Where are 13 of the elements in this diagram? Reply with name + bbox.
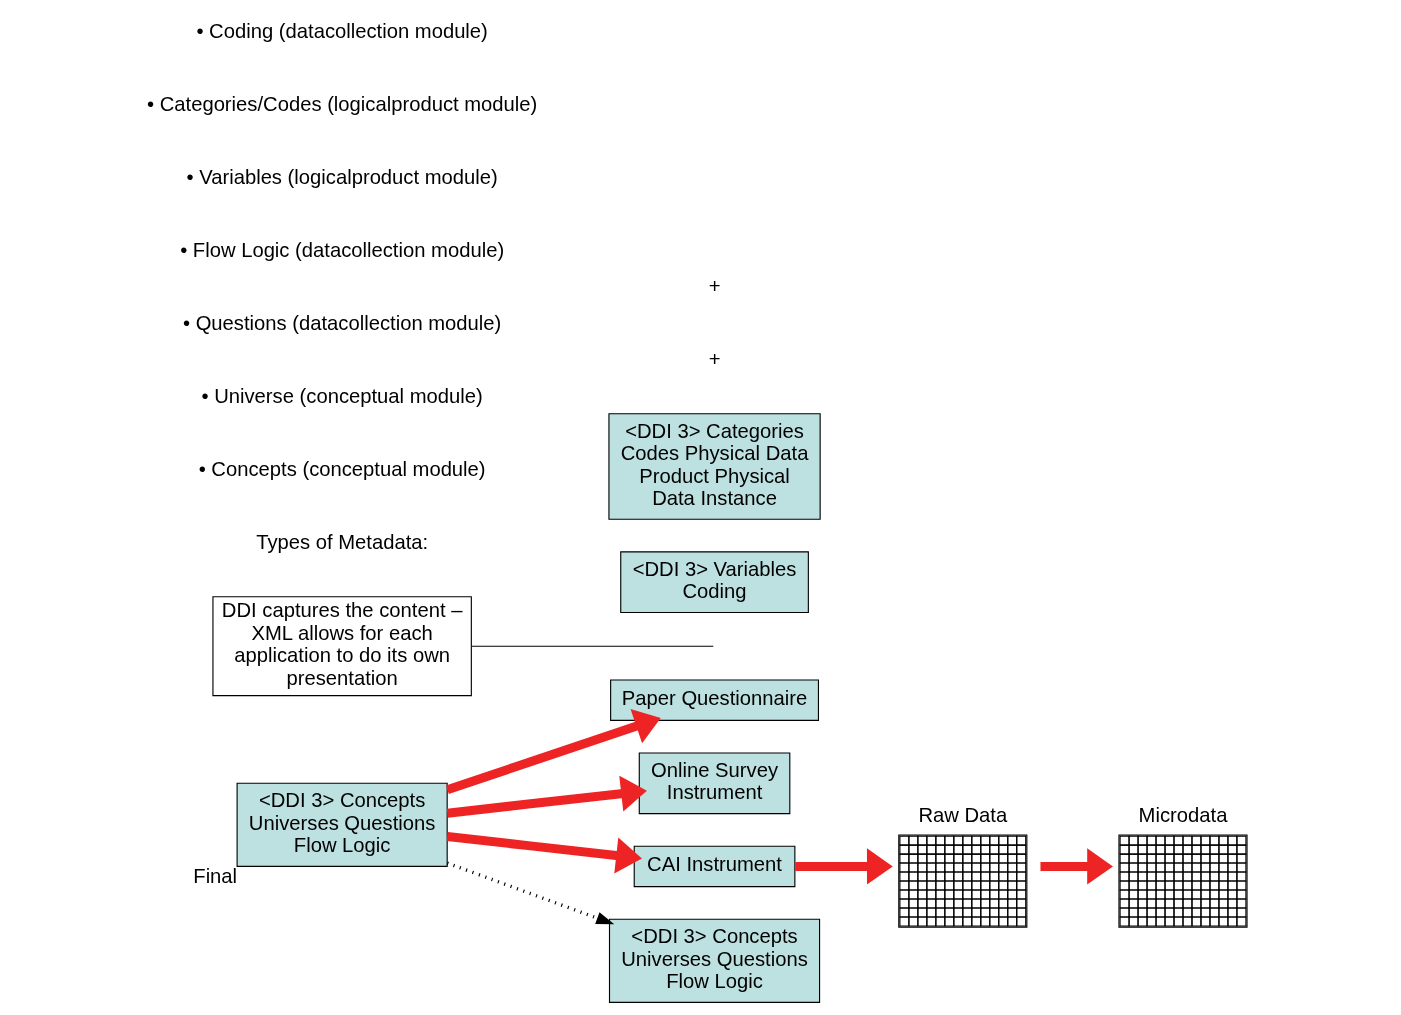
node-label: Raw Data bbox=[918, 803, 1008, 826]
label: • Flow Logic (datacollection module) bbox=[180, 238, 505, 261]
label: • Questions (datacollection module) bbox=[182, 311, 502, 334]
label: • Coding (datacollection module) bbox=[196, 19, 488, 42]
label: • Concepts (conceptual module) bbox=[198, 457, 486, 480]
label: Types of Metadata: bbox=[256, 530, 429, 553]
label: + bbox=[708, 347, 721, 370]
label: • Categories/Codes (logicalproduct module) bbox=[146, 92, 538, 115]
label: • Universe (conceptual module) bbox=[201, 384, 483, 407]
node-label: Final bbox=[193, 864, 238, 887]
label: • Variables (logicalproduct module) bbox=[186, 165, 498, 188]
label: + bbox=[708, 274, 721, 297]
node-label: Microdata bbox=[1138, 803, 1228, 826]
